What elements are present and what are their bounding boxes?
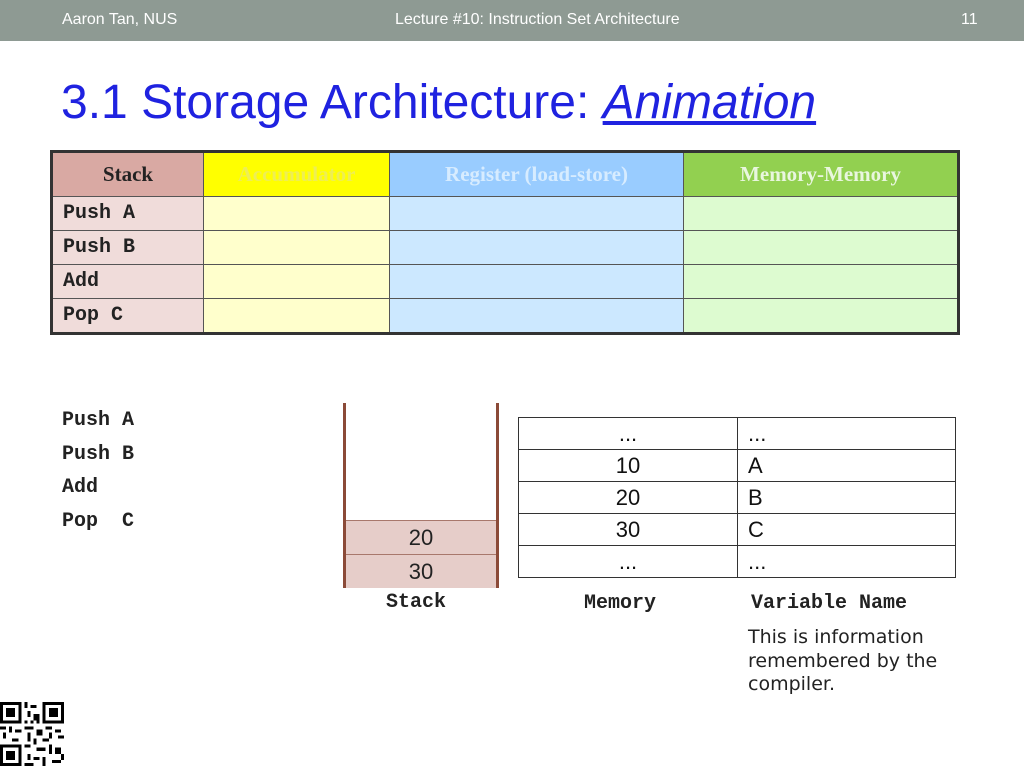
memory-value: 10 bbox=[518, 449, 738, 482]
variable-name: ... bbox=[737, 417, 956, 450]
memory-row: 10 A bbox=[518, 449, 956, 482]
code-line: Push B bbox=[62, 442, 135, 466]
stack-cell: 30 bbox=[346, 554, 496, 588]
variable-name: B bbox=[737, 481, 956, 514]
stack-instruction-cell: Pop C bbox=[51, 298, 204, 334]
register-cell bbox=[389, 196, 684, 231]
code-line: Pop C bbox=[62, 509, 135, 533]
memory-caption: Memory bbox=[584, 592, 657, 615]
table-row: Push A bbox=[51, 196, 959, 231]
accumulator-cell bbox=[203, 298, 390, 334]
memory-table: ... ... 10 A 20 B 30 C ... ... bbox=[518, 417, 956, 578]
memory-row: ... ... bbox=[518, 545, 956, 578]
memory-row: ... ... bbox=[518, 417, 956, 450]
memory-memory-cell bbox=[683, 230, 959, 265]
stack-instruction-cell: Push A bbox=[51, 196, 204, 231]
storage-architecture-table: Stack Accumulator Register (load-store) … bbox=[50, 150, 960, 335]
code-line: Push A bbox=[62, 409, 135, 432]
compiler-note: This is information remembered by the co… bbox=[748, 626, 938, 695]
table-row: Add bbox=[51, 264, 959, 299]
accumulator-cell bbox=[203, 196, 390, 231]
table-row: Pop C bbox=[51, 298, 959, 334]
animation-link[interactable]: Animation bbox=[602, 76, 817, 129]
memory-row: 20 B bbox=[518, 481, 956, 514]
author-label: Aaron Tan, NUS bbox=[62, 11, 178, 28]
register-cell bbox=[389, 264, 684, 299]
memory-memory-cell bbox=[683, 264, 959, 299]
memory-memory-cell bbox=[683, 196, 959, 231]
memory-row: 30 C bbox=[518, 513, 956, 546]
header-memory-memory: Memory-Memory bbox=[683, 151, 959, 197]
header-register: Register (load-store) bbox=[389, 151, 684, 197]
memory-memory-cell bbox=[683, 298, 959, 334]
accumulator-cell bbox=[203, 230, 390, 265]
variable-name: C bbox=[737, 513, 956, 546]
slide-title-text: 3.1 Storage Architecture: bbox=[61, 76, 603, 129]
variable-name: A bbox=[737, 449, 956, 482]
stack-caption: Stack bbox=[386, 591, 447, 614]
stack-right-wall bbox=[496, 403, 499, 588]
memory-value: ... bbox=[518, 417, 738, 450]
accumulator-cell bbox=[203, 264, 390, 299]
qr-code-icon bbox=[0, 702, 64, 766]
stack-cell: 20 bbox=[346, 520, 496, 554]
table-row: Push B bbox=[51, 230, 959, 265]
register-cell bbox=[389, 230, 684, 265]
memory-value: 30 bbox=[518, 513, 738, 546]
stack-left-wall bbox=[343, 403, 346, 588]
stack-instruction-cell: Push B bbox=[51, 230, 204, 265]
header-accumulator: Accumulator bbox=[203, 151, 390, 197]
register-cell bbox=[389, 298, 684, 334]
header-stack: Stack bbox=[51, 151, 204, 197]
page-number: 11 bbox=[961, 11, 978, 28]
stack-instruction-cell: Add bbox=[51, 264, 204, 299]
code-line: Add bbox=[62, 476, 99, 499]
memory-value: 20 bbox=[518, 481, 738, 514]
memory-value: ... bbox=[518, 545, 738, 578]
slide-header: Aaron Tan, NUS Lecture #10: Instruction … bbox=[0, 0, 1024, 41]
slide-title: 3.1 Storage Architecture: Animation bbox=[61, 75, 816, 130]
variable-name: ... bbox=[737, 545, 956, 578]
variable-name-caption: Variable Name bbox=[751, 592, 908, 615]
table-header-row: Stack Accumulator Register (load-store) … bbox=[51, 151, 959, 197]
lecture-title: Lecture #10: Instruction Set Architectur… bbox=[395, 11, 680, 28]
